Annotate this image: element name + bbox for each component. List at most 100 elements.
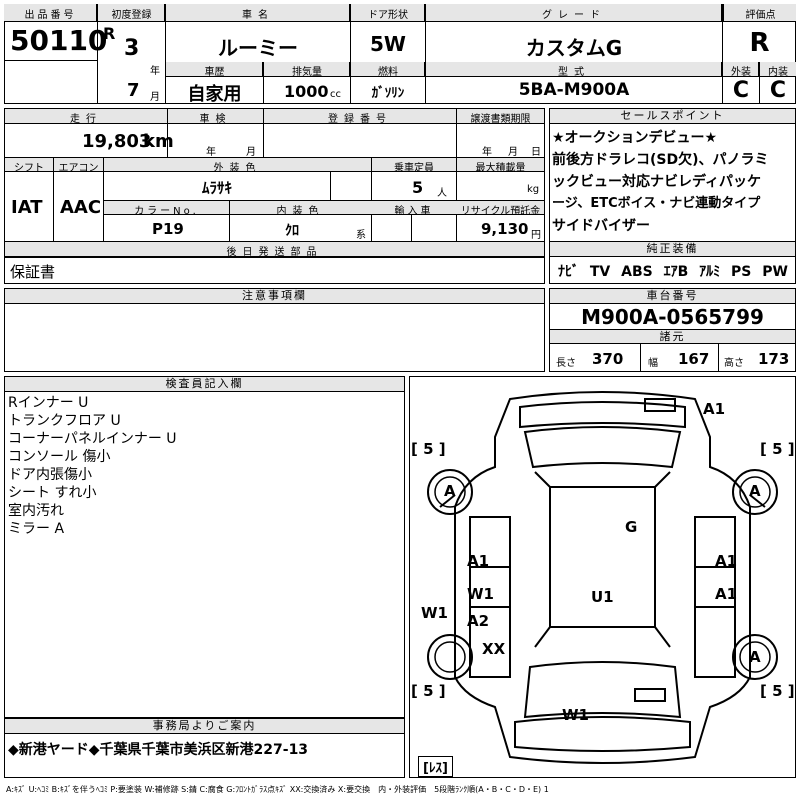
equipment-alloy: ｱﾙﾐ: [699, 264, 721, 280]
inspector-box: [4, 376, 405, 718]
first-reg-label-cell: 初度登録: [98, 4, 165, 22]
office-label: 事務局よりご案内: [152, 719, 257, 732]
sales-line-3: ージ、ETCボイス・ナビ連動タイプ: [552, 196, 761, 211]
caution-label: 注意事項欄: [242, 289, 307, 302]
office-box: [4, 718, 405, 778]
wheel-rear-left: [427, 634, 473, 680]
door-label-cell: ドア形状: [351, 4, 425, 22]
name-label: 車名: [242, 10, 274, 21]
sales-line-1: 前後方ドラレコ(SD欠)、パノラミ: [552, 152, 769, 168]
fuel: ｶﾞｿﾘﾝ: [371, 86, 405, 101]
divider: [330, 172, 331, 200]
model: 5BA-M900A: [518, 80, 630, 100]
divider: [165, 4, 166, 104]
office-value: ◆新港ヤード◆千葉県千葉市美浜区新港227-13: [8, 742, 309, 758]
divider: [103, 157, 104, 241]
wheel-front-right: [732, 469, 778, 515]
equipment-ps: PS: [731, 264, 752, 280]
color-label: 外装色: [213, 163, 262, 174]
dmg-a2: A2: [467, 612, 490, 630]
dmg-g: G: [625, 518, 638, 536]
model-label-cell: 型式: [426, 62, 722, 78]
grade-label-cell: グレード: [426, 4, 722, 22]
wheel-front-left: [427, 469, 473, 515]
dmg-u1: U1: [591, 588, 614, 606]
recycle-label: リサイクル預託金: [460, 206, 541, 217]
divider: [411, 215, 412, 241]
dmg-tr5: [ 5 ]: [760, 440, 795, 458]
load-label: 最大積載量: [475, 163, 526, 174]
insp-year-unit: 年: [206, 147, 216, 158]
int-color-unit: 系: [356, 230, 366, 241]
divider: [549, 241, 796, 242]
dmg-wheel-rr: A: [749, 648, 761, 666]
year-unit: 年: [150, 66, 160, 77]
dmg-a1-right: A1: [715, 552, 738, 570]
model-label: 型式: [558, 67, 590, 78]
door-type: 5W: [370, 32, 406, 56]
color-no-label: カラーNo.: [134, 206, 199, 217]
color-no: P19: [152, 220, 184, 238]
recycle-unit: 円: [531, 230, 541, 241]
dmg-xx: XX: [482, 640, 506, 658]
chassis-label: 車台番号: [646, 289, 699, 302]
inspector-line-0: Rインナー U: [8, 395, 89, 411]
transfer-month-unit: 月: [508, 147, 518, 158]
dmg-wheel-fl: A: [444, 482, 456, 500]
ext-label-cell: 外装: [723, 62, 759, 78]
divider: [4, 60, 97, 61]
divider: [263, 109, 264, 157]
inspector-line-3: コンソール 傷小: [8, 449, 111, 465]
ext-label: 外装: [731, 67, 751, 78]
equipment-pw: PW: [762, 264, 788, 280]
grade: カスタムG: [525, 36, 623, 60]
sales-point-label: セールスポイント: [620, 109, 725, 122]
divider: [371, 157, 372, 241]
era: R: [103, 24, 116, 43]
int-label-cell: 内装: [760, 62, 796, 78]
equipment-tv: TV: [589, 264, 611, 280]
dmg-w1-side: W1: [421, 604, 448, 622]
dmg-a1-left: A1: [467, 552, 490, 570]
chassis-box: [549, 288, 796, 372]
damage-diagram: [409, 376, 796, 778]
strip: [104, 200, 544, 215]
inspector-line-5: シート すれ小: [8, 485, 97, 501]
equipment-header: 純正装備: [550, 242, 795, 257]
score-label-cell: 評価点: [723, 4, 796, 22]
specs-label: 諸元: [659, 330, 686, 343]
divider: [263, 62, 264, 104]
height: 173: [758, 350, 790, 368]
chassis-header: 車台番号: [550, 289, 795, 304]
divider: [759, 62, 760, 104]
ext-color: ﾑﾗｻｷ: [201, 179, 232, 197]
sales-line-2: ックビュー対応ナビレディパッケ: [552, 174, 762, 190]
divider: [425, 4, 426, 104]
divider: [229, 200, 230, 241]
equipment-items: ﾅﾋﾞ TV ABS ｴｱB ｱﾙﾐ PS PW: [558, 261, 788, 281]
office-header: 事務局よりご案内: [5, 719, 404, 734]
divider: [722, 4, 723, 104]
strip: [5, 157, 544, 172]
history-label: 車歴: [204, 67, 225, 78]
shift: IAT: [11, 197, 43, 218]
caution-box: [4, 288, 545, 372]
score-label: 評価点: [745, 10, 776, 21]
equipment-nav: ﾅﾋﾞ: [558, 264, 579, 280]
ac-label: エアコン: [58, 163, 99, 174]
disp-unit: cc: [330, 89, 341, 100]
month-unit: 月: [150, 92, 160, 103]
dmg-tl5: [ 5 ]: [411, 440, 446, 458]
reg-label: 登録番号: [328, 114, 392, 125]
load-unit: kg: [527, 184, 540, 195]
disp-label-cell: 排気量: [264, 62, 350, 78]
divider: [640, 344, 641, 372]
history-label-cell: 車歴: [166, 62, 263, 78]
strip: [5, 109, 544, 124]
mileage-unit: km: [143, 131, 174, 152]
divider: [167, 109, 168, 157]
dmg-a1-top: A1: [703, 400, 726, 418]
int-color-label: 内装色: [276, 206, 325, 217]
inspector-line-4: ドア内張傷小: [8, 467, 92, 483]
dmg-br5: [ 5 ]: [760, 682, 795, 700]
